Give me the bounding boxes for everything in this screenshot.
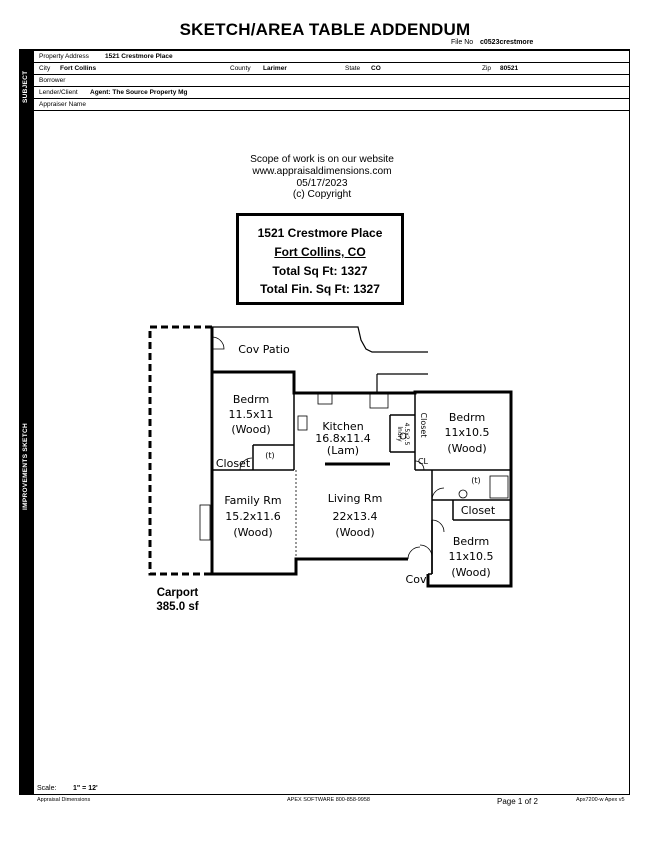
lender-row: Lender/Client Agent: The Source Property…	[34, 87, 629, 99]
zip-label: Zip	[482, 65, 492, 72]
scope-line-1: Scope of work is on our website	[250, 154, 394, 165]
area-summary-box: 1521 Crestmore Place Fort Collins, CO To…	[236, 213, 404, 305]
file-number: File No c0523crestmore	[451, 39, 533, 46]
summary-city: Fort Collins, CO	[274, 245, 366, 259]
kitchen-floor: (Lam)	[327, 444, 359, 457]
lender-value: Agent: The Source Property Mg	[90, 89, 188, 96]
family-size: 15.2x11.6	[225, 510, 281, 523]
county-label: County	[230, 65, 251, 72]
summary-address: 1521 Crestmore Place	[257, 226, 383, 240]
bedrm1-floor: (Wood)	[231, 423, 270, 436]
city-label: City	[39, 65, 51, 72]
divider	[20, 50, 629, 51]
living-floor: (Wood)	[335, 526, 374, 539]
lender-label: Lender/Client	[39, 89, 78, 96]
footer-left: Appraisal Dimensions	[37, 797, 91, 803]
footer-center: APEX SOFTWARE 800-858-9958	[287, 797, 370, 803]
bedrm1-name: Bedrm	[233, 393, 269, 406]
bedrm2-size: 11x10.5	[445, 426, 490, 439]
kitchen-name: Kitchen	[322, 420, 363, 433]
scope-copyright: (c) Copyright	[292, 189, 352, 201]
laundry-size: 4.5x2.5	[403, 423, 410, 446]
patio-outline	[212, 326, 428, 393]
summary-finished-sqft: Total Fin. Sq Ft: 1327	[260, 282, 380, 296]
bedrm1-size: 11.5x11	[229, 408, 274, 421]
toilet1-label: (t)	[265, 451, 274, 460]
living-name: Living Rm	[328, 492, 383, 505]
interior-walls	[212, 392, 511, 575]
borrower-row: Borrower	[34, 75, 629, 87]
state-value: CO	[371, 65, 381, 72]
sidebar: SUBJECT IMPROVEMENTS SKETCH	[20, 50, 34, 794]
bedrm3-size: 11x10.5	[449, 550, 494, 563]
file-no-value: c0523crestmore	[480, 39, 534, 46]
city-row: City Fort Collins County Larimer State C…	[34, 63, 629, 75]
file-no-label: File No	[451, 39, 474, 46]
city-value: Fort Collins	[60, 65, 97, 72]
page-number: Page 1 of 2	[497, 797, 538, 806]
property-address-row: Property Address 1521 Crestmore Place	[34, 51, 629, 63]
appraiser-label: Appraiser Name	[39, 101, 86, 108]
scope-website: www.appraisaldimensions.com	[252, 165, 392, 177]
property-address-value: 1521 Crestmore Place	[105, 53, 173, 60]
scale-value: 1" = 12'	[73, 785, 98, 792]
bedrm2-floor: (Wood)	[447, 442, 486, 455]
family-name: Family Rm	[224, 494, 281, 507]
laundry-label: lndry	[396, 426, 403, 442]
property-address-label: Property Address	[39, 53, 89, 60]
form-frame: SUBJECT IMPROVEMENTS SKETCH Property Add…	[19, 49, 630, 795]
carport-label: Carport 385.0 sf	[140, 586, 215, 614]
family-floor: (Wood)	[233, 526, 272, 539]
closet1-label: Closet	[216, 457, 251, 470]
cov-patio-label: Cov Patio	[238, 343, 290, 356]
cov-label: Cov	[406, 573, 427, 586]
footer-right: Apx7200-w Apex v5	[576, 797, 625, 803]
county-value: Larimer	[263, 65, 287, 72]
scope-date: 05/17/2023	[296, 177, 348, 189]
scale-label: Scale:	[37, 785, 57, 792]
living-size: 22x13.4	[333, 510, 378, 523]
page-title: SKETCH/AREA TABLE ADDENDUM	[179, 20, 471, 39]
closet2-label: Closet	[419, 413, 428, 438]
carport-area: 385.0 sf	[156, 601, 199, 613]
bedrm3-name: Bedrm	[453, 535, 489, 548]
appraiser-row: Appraiser Name	[34, 99, 629, 111]
toilet2-label: (t)	[471, 476, 480, 485]
summary-total-sqft: Total Sq Ft: 1327	[272, 264, 368, 278]
cl-label: CL	[418, 457, 429, 466]
scope-of-work: Scope of work is on our website www.appr…	[222, 154, 422, 201]
scale: Scale: 1" = 12'	[37, 785, 98, 792]
state-label: State	[345, 65, 361, 72]
carport-name: Carport	[156, 587, 199, 599]
borrower-label: Borrower	[39, 77, 66, 84]
fixtures	[199, 336, 509, 560]
bedrm3-floor: (Wood)	[451, 566, 490, 579]
bedrm2-name: Bedrm	[449, 411, 485, 424]
carport-outline	[148, 325, 212, 576]
closet3-label: Closet	[461, 504, 496, 517]
zip-value: 80521	[500, 65, 519, 72]
kitchen-size: 16.8x11.4	[315, 432, 371, 445]
